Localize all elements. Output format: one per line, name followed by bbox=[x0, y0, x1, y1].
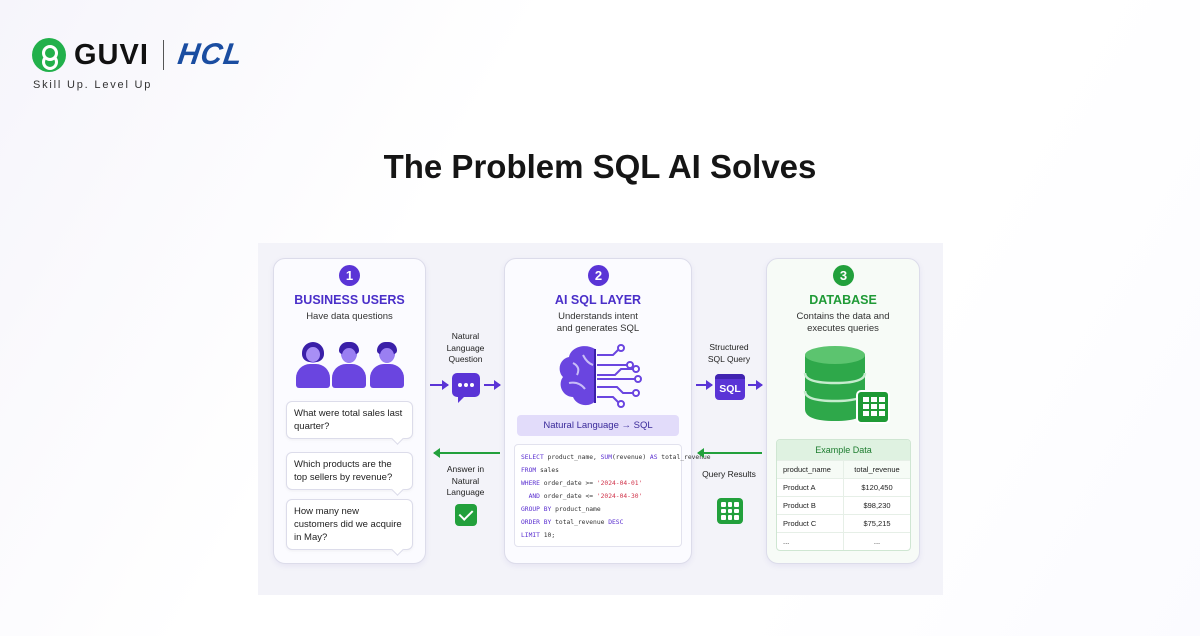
guvi-logo-icon bbox=[32, 38, 66, 72]
step-number-2: 2 bbox=[588, 265, 609, 286]
query-results-label: Query Results bbox=[702, 469, 756, 479]
column-header: product_name bbox=[777, 461, 844, 478]
brand-logo: GUVI HCL bbox=[32, 38, 246, 72]
table-header-row: product_name total_revenue bbox=[777, 460, 910, 478]
arrow-right bbox=[696, 380, 713, 390]
tagline: Skill Up. Level Up bbox=[33, 79, 153, 91]
table-cell: ... bbox=[873, 537, 881, 546]
table-cell: ... bbox=[777, 533, 844, 550]
guvi-wordmark: GUVI bbox=[74, 38, 149, 71]
table-cell: Product A bbox=[777, 479, 844, 496]
chat-bubble-icon bbox=[452, 373, 480, 403]
answer-nl-label: Answer in Natural Language bbox=[446, 464, 485, 497]
person-icon bbox=[296, 342, 330, 390]
ai-sql-layer-title: AI SQL LAYER bbox=[554, 293, 642, 307]
business-users-subtitle: Have data questions bbox=[306, 311, 393, 322]
table-row: ... ... bbox=[777, 532, 910, 550]
brain-circuit-icon bbox=[559, 344, 642, 408]
step-number-3: 3 bbox=[833, 265, 854, 286]
arrow-right bbox=[748, 380, 763, 390]
table-grid-icon bbox=[717, 498, 743, 524]
table-cell: $75,215 bbox=[863, 519, 891, 528]
database-subtitle: Contains the data and executes queries bbox=[796, 311, 890, 334]
logo-divider bbox=[162, 40, 165, 70]
table-row: Product A $120,450 bbox=[777, 478, 910, 496]
database-icon bbox=[803, 346, 890, 424]
business-users-card: 1 BUSINESS USERS Have data questions bbox=[273, 258, 426, 564]
table-cell: Product B bbox=[777, 497, 844, 514]
table-cell: $120,450 bbox=[861, 483, 893, 492]
diagram: 1 BUSINESS USERS Have data questions bbox=[258, 243, 943, 595]
question-bubble: How many new customers did we acquire in… bbox=[286, 499, 413, 550]
column-header: total_revenue bbox=[854, 465, 900, 474]
business-users-title: BUSINESS USERS bbox=[294, 293, 405, 307]
ai-sql-layer-subtitle: Understands intent and generates SQL bbox=[556, 311, 640, 334]
table-cell: Product C bbox=[777, 515, 844, 532]
question-bubble: Which products are the top sellers by re… bbox=[286, 452, 413, 490]
arrow-right bbox=[484, 380, 501, 390]
hcl-wordmark: HCL bbox=[176, 38, 246, 71]
check-icon bbox=[455, 504, 477, 526]
structured-sql-label: Structured SQL Query bbox=[707, 342, 751, 364]
nl-question-label: Natural Language Question bbox=[446, 331, 485, 364]
person-icon bbox=[332, 342, 366, 390]
people-icon bbox=[294, 342, 406, 390]
example-data-table: Example Data product_name total_revenue … bbox=[776, 439, 911, 551]
person-icon bbox=[370, 342, 404, 390]
translation-label: Natural Language → SQL bbox=[517, 415, 679, 436]
sql-code-block: SELECT product_name, SUM(revenue) AS tot… bbox=[514, 444, 711, 547]
table-row: Product C $75,215 bbox=[777, 514, 910, 532]
arrow-left bbox=[433, 448, 500, 458]
arrow-left bbox=[697, 448, 762, 458]
step-number-1: 1 bbox=[339, 265, 360, 286]
database-title: DATABASE bbox=[809, 293, 877, 307]
page-title: The Problem SQL AI Solves bbox=[383, 148, 817, 185]
table-cell: $98,230 bbox=[863, 501, 891, 510]
ai-sql-layer-card: 2 AI SQL LAYER Understands intent and ge… bbox=[504, 258, 711, 564]
question-bubble: What were total sales last quarter? bbox=[286, 401, 413, 439]
sql-icon: SQL bbox=[715, 374, 745, 400]
table-row: Product B $98,230 bbox=[777, 496, 910, 514]
arrow-right bbox=[430, 380, 449, 390]
database-card: 3 DATABASE Contains the data and execute… bbox=[766, 258, 920, 564]
table-title: Example Data bbox=[777, 440, 910, 460]
